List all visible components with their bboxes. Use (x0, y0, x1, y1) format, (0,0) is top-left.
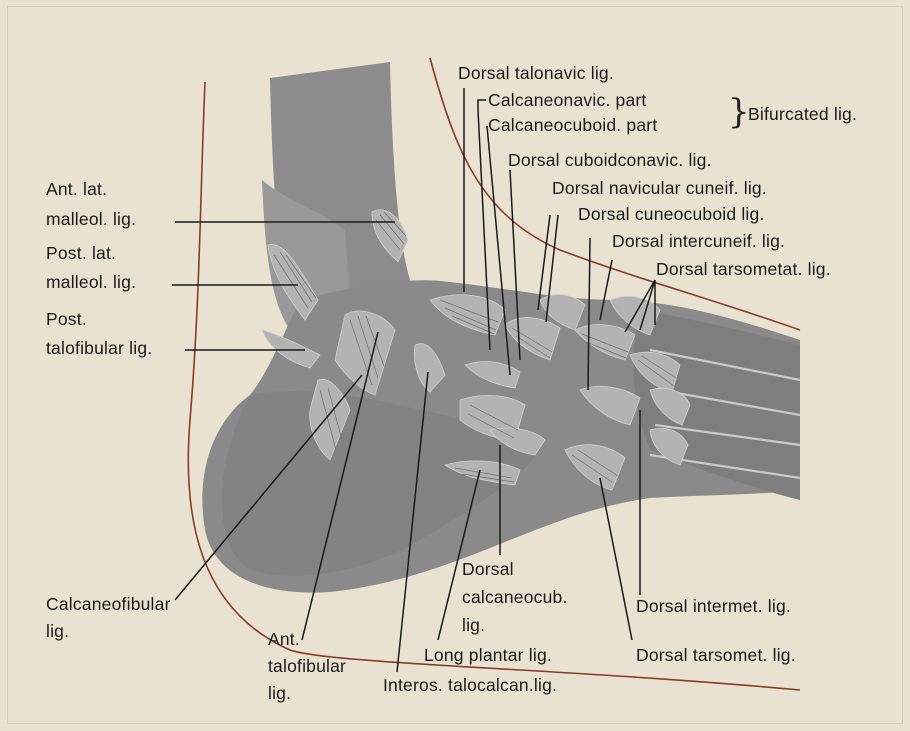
label-post-lat-malleol-2: malleol. lig. (46, 268, 136, 297)
label-calcaneofibular-1: Calcaneofibular (46, 590, 171, 619)
label-interos-talocalcan: Interos. talocalcan.lig. (383, 671, 557, 700)
label-calcaneocuboid-part: Calcaneocuboid. part (488, 115, 657, 136)
label-calcaneonavic-part: Calcaneonavic. part (488, 90, 646, 111)
label-ant-lat-malleol-1: Ant. lat. (46, 175, 107, 204)
label-dorsal-intermet: Dorsal intermet. lig. (636, 592, 791, 621)
label-long-plantar: Long plantar lig. (424, 641, 552, 670)
label-dorsal-calcaneocub-2: calcaneocub. (462, 583, 568, 612)
label-dorsal-cuboidconavic: Dorsal cuboidconavic. lig. (508, 150, 712, 171)
label-ant-talofibular-1: Ant. (268, 625, 300, 654)
label-post-talofibular-2: talofibular lig. (46, 334, 152, 363)
label-ant-lat-malleol-2: malleol. lig. (46, 205, 136, 234)
label-dorsal-talonavic: Dorsal talonavic lig. (458, 63, 614, 84)
label-dorsal-tarsometat: Dorsal tarsometat. lig. (656, 259, 831, 280)
bifurcated-brace-icon: } (728, 95, 750, 129)
label-dorsal-navicular-cuneif: Dorsal navicular cuneif. lig. (552, 178, 767, 199)
label-dorsal-calcaneocub-1: Dorsal (462, 555, 514, 584)
label-dorsal-calcaneocub-3: lig. (462, 611, 485, 640)
label-dorsal-intercuneif: Dorsal intercuneif. lig. (612, 231, 785, 252)
label-ant-talofibular-3: lig. (268, 679, 291, 708)
label-dorsal-tarsomet: Dorsal tarsomet. lig. (636, 641, 796, 670)
label-dorsal-cuneocuboid: Dorsal cuneocuboid lig. (578, 204, 765, 225)
label-calcaneofibular-2: lig. (46, 617, 69, 646)
label-post-talofibular-1: Post. (46, 305, 87, 334)
label-bifurcated: Bifurcated lig. (748, 104, 857, 125)
label-post-lat-malleol-1: Post. lat. (46, 239, 116, 268)
label-ant-talofibular-2: talofibular (268, 652, 346, 681)
